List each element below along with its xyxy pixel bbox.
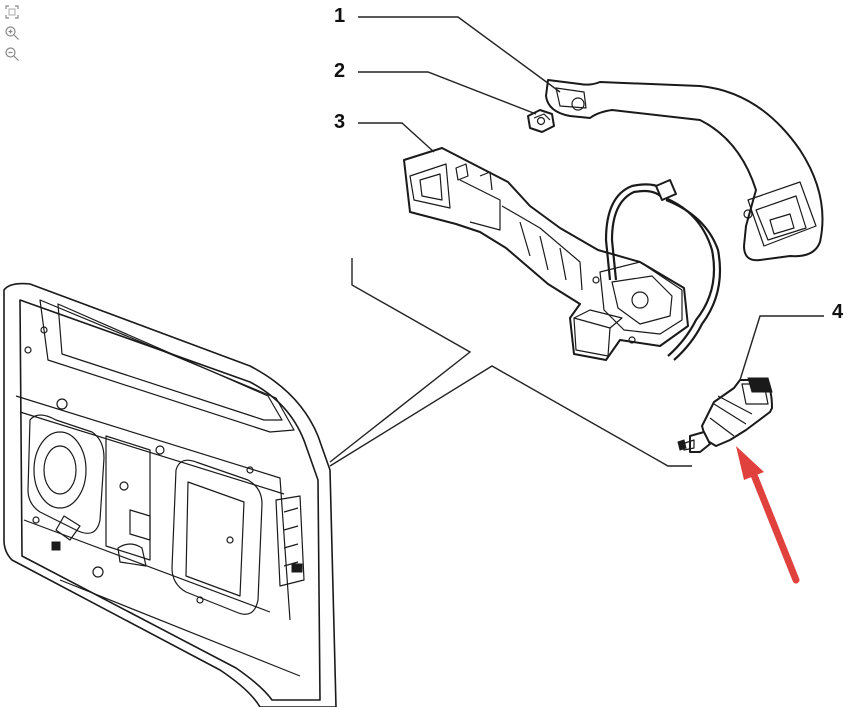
- callout-1: 1: [334, 5, 345, 27]
- callout-4: 4: [832, 301, 844, 323]
- callout-2: 2: [334, 60, 345, 82]
- callout-3: 3: [334, 111, 345, 133]
- viewer-toolbar: [4, 4, 22, 67]
- part-1-outer-handle: [545, 79, 824, 262]
- part-4-lock-cylinder: [677, 377, 773, 453]
- callout-leaders: [358, 16, 824, 381]
- part-2-nut: [527, 109, 555, 133]
- zoom-in-icon[interactable]: [4, 25, 20, 41]
- fit-to-screen-icon[interactable]: [4, 4, 20, 20]
- door-panel: [3, 282, 337, 707]
- red-highlight-arrow-icon: [736, 446, 800, 584]
- part-3-handle-bracket: [403, 147, 722, 361]
- door-leader-lines: [329, 258, 692, 467]
- zoom-out-icon[interactable]: [4, 46, 20, 62]
